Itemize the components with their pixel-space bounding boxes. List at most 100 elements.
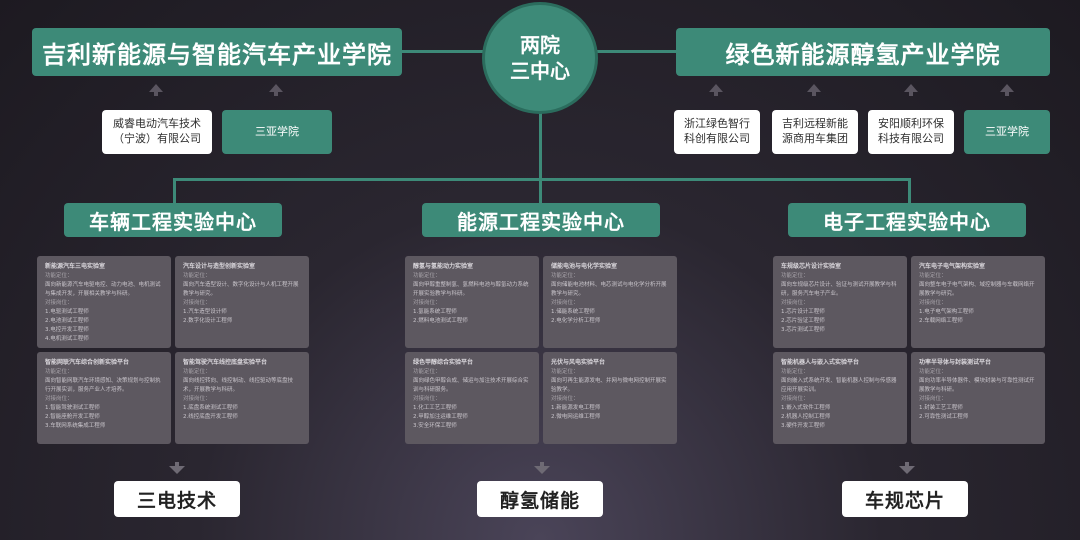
lab-card: 绿色甲醇综合实验平台功能定位： 面向绿色甲醇合成、储运与加注技术开展综合实训与科研… [405, 352, 539, 444]
lab-jobs-heading: 对接岗位： [413, 300, 441, 307]
lab-name: 光伏与风电实验平台 [551, 359, 606, 366]
right-college-title: 绿色新能源醇氢产业学院 [676, 28, 1050, 76]
lab-job-item: 2.燃料电池测试工程师 [413, 318, 468, 325]
lab-name: 绿色甲醇综合实验平台 [413, 359, 474, 366]
lab-job-item: 2.智能座舱开发工程师 [45, 414, 100, 421]
lab-card: 醇氢与氢能动力实验室功能定位： 面向甲醇重整制氢、氢燃料电池与醇氢动力系统开展实验… [405, 256, 539, 348]
lab-card: 智能驾驶汽车线控底盘实验平台功能定位：面向线控转向、线控制动、线控驱动等底盘技术… [175, 352, 309, 444]
lab-jobs-heading: 对接岗位： [919, 396, 947, 403]
lab-job-item: 1.芯片设计工程师 [781, 309, 825, 316]
connector-horizontal-bar [173, 178, 911, 181]
arrow-down-energy [534, 462, 550, 474]
lab-jobs-heading: 对接岗位： [551, 300, 579, 307]
lab-function-text: 面向汽车造型设计、数字化设计与人机工程开展教学与研究。 [183, 281, 299, 298]
arrow-up-right-3 [904, 84, 918, 96]
lab-job-item: 1.氢能系统工程师 [413, 309, 457, 316]
tech-label-electronic: 车规芯片 [842, 481, 968, 517]
lab-function-text: 面向智能网联汽车环境感知、决策规划与控制执行开展实训，服务产业人才培养。 [45, 377, 161, 394]
lab-jobs-heading: 对接岗位： [413, 396, 441, 403]
lab-job-item: 2.车载网络工程师 [919, 318, 963, 325]
right-partner-1: 浙江绿色智行 科创有限公司 [674, 110, 760, 154]
left-partner-2: 三亚学院 [222, 110, 332, 154]
lab-job-item: 1.智能驾驶测试工程师 [45, 405, 100, 412]
lab-function-heading: 功能定位： [919, 272, 947, 279]
lab-function-text: 面向绿色甲醇合成、储运与加注技术开展综合实训与科研服务。 [413, 377, 529, 394]
lab-jobs-heading: 对接岗位： [781, 300, 809, 307]
lab-card: 车规级芯片设计实验室功能定位： 面向车规级芯片设计、验证与测试开展教学与科研，服务… [773, 256, 907, 348]
arrow-up-left-2 [269, 84, 283, 96]
center-title-energy: 能源工程实验中心 [422, 203, 660, 237]
lab-function-text: 面向新能源汽车电驱电控、动力电池、电机测试与集成开发，开展相关教学与科研。 [45, 281, 161, 298]
lab-card: 储能电池与电化学实验室功能定位：面向储能电池材料、电芯测试与电化学分析开展教学与… [543, 256, 677, 348]
lab-jobs-heading: 对接岗位： [45, 396, 73, 403]
lab-function-heading: 功能定位： [45, 272, 73, 279]
lab-job-item: 1.汽车造型设计师 [183, 309, 227, 316]
arrow-up-right-2 [807, 84, 821, 96]
lab-job-item: 2.线控底盘开发工程师 [183, 414, 238, 421]
arrow-down-electronic [899, 462, 915, 474]
center-line2: 三中心 [510, 59, 570, 83]
lab-function-heading: 功能定位： [919, 368, 947, 375]
left-partner-1: 威睿电动汽车技术 （宁波）有限公司 [102, 110, 212, 154]
lab-function-text: 面向线控转向、线控制动、线控驱动等底盘技术，开展教学与科研。 [183, 377, 294, 394]
connector-right-college [590, 50, 678, 53]
left-college-title: 吉利新能源与智能汽车产业学院 [32, 28, 402, 76]
lab-function-text: 面向甲醇重整制氢、氢燃料电池与醇氢动力系统开展实验教学与科研。 [413, 281, 529, 298]
tech-label-energy: 醇氢储能 [477, 481, 603, 517]
lab-grid-vehicle: 新能源汽车三电实验室功能定位：面向新能源汽车电驱电控、动力电池、电机测试与集成开… [37, 256, 309, 444]
lab-job-item: 3.车联网系统集成工程师 [45, 423, 106, 430]
lab-job-item: 1.电子电气架构工程师 [919, 309, 974, 316]
lab-name: 智能机器人与嵌入式实验平台 [781, 359, 860, 366]
lab-name: 智能驾驶汽车线控底盘实验平台 [183, 359, 268, 366]
connector-drop-right [908, 178, 911, 204]
connector-center-stem [539, 112, 542, 180]
lab-job-item: 4.电机测试工程师 [45, 336, 89, 343]
lab-function-text: 面向车规级芯片设计、验证与测试开展教学与科研，服务汽车电子产业。 [781, 281, 897, 298]
lab-job-item: 1.储能系统工程师 [551, 309, 595, 316]
lab-function-text: 面向嵌入式系统开发、智能机器人控制与传感器应用开展实训。 [781, 377, 897, 394]
lab-card: 功率半导体与封装测试平台功能定位：面向功率半导体器件、模块封装与可靠性测试开展教… [911, 352, 1045, 444]
lab-jobs-heading: 对接岗位： [551, 396, 579, 403]
lab-job-item: 2.可靠性测试工程师 [919, 414, 969, 421]
lab-grid-energy: 醇氢与氢能动力实验室功能定位：面向甲醇重整制氢、氢燃料电池与醇氢动力系统开展实验… [405, 256, 677, 444]
lab-name: 汽车设计与造型创新实验室 [183, 263, 256, 270]
lab-job-item: 3.硬件开发工程师 [781, 423, 825, 430]
lab-jobs-heading: 对接岗位： [45, 300, 73, 307]
lab-name: 新能源汽车三电实验室 [45, 263, 106, 270]
center-title-electronic: 电子工程实验中心 [788, 203, 1026, 237]
lab-name: 车规级芯片设计实验室 [781, 263, 842, 270]
lab-name: 醇氢与氢能动力实验室 [413, 263, 474, 270]
lab-jobs-heading: 对接岗位： [919, 300, 947, 307]
lab-function-heading: 功能定位： [413, 368, 441, 375]
lab-job-item: 1.封装工艺工程师 [919, 405, 963, 412]
lab-job-item: 3.电控开发工程师 [45, 327, 89, 334]
lab-job-item: 2.数字化设计工程师 [183, 318, 233, 325]
lab-job-item: 2.甲醇加注运维工程师 [413, 414, 468, 421]
lab-job-item: 1.新能源发电工程师 [551, 405, 601, 412]
lab-job-item: 1.底盘系统测试工程师 [183, 405, 238, 412]
arrow-up-left-1 [149, 84, 163, 96]
lab-name: 储能电池与电化学实验室 [551, 263, 618, 270]
lab-function-heading: 功能定位： [413, 272, 441, 279]
lab-function-heading: 功能定位： [781, 272, 809, 279]
right-partner-2: 吉利远程新能 源商用车集团 [772, 110, 858, 154]
connector-drop-middle [539, 178, 542, 204]
lab-function-heading: 功能定位： [45, 368, 73, 375]
center-line1: 两院 [520, 33, 560, 57]
lab-name: 智能网联汽车综合创新实验平台 [45, 359, 130, 366]
lab-card: 光伏与风电实验平台功能定位：面向可再生能源发电、并网与微电网控制开展实验教学。对… [543, 352, 677, 444]
lab-card: 汽车电子电气架构实验室功能定位：面向整车电子电气架构、域控制器与车载网络开展教学… [911, 256, 1045, 348]
lab-function-heading: 功能定位： [551, 368, 579, 375]
lab-job-item: 2.电化学分析工程师 [551, 318, 601, 325]
arrow-up-right-4 [1000, 84, 1014, 96]
lab-function-heading: 功能定位： [781, 368, 809, 375]
arrow-down-vehicle [169, 462, 185, 474]
lab-jobs-heading: 对接岗位： [183, 396, 211, 403]
lab-function-text: 面向功率半导体器件、模块封装与可靠性测试开展教学与科研。 [919, 377, 1035, 394]
lab-card: 智能网联汽车综合创新实验平台功能定位： 面向智能网联汽车环境感知、决策规划与控制执… [37, 352, 171, 444]
arrow-up-right-1 [709, 84, 723, 96]
lab-function-heading: 功能定位： [183, 272, 211, 279]
lab-function-heading: 功能定位： [551, 272, 579, 279]
right-partner-4: 三亚学院 [964, 110, 1050, 154]
lab-job-item: 1.嵌入式软件工程师 [781, 405, 831, 412]
